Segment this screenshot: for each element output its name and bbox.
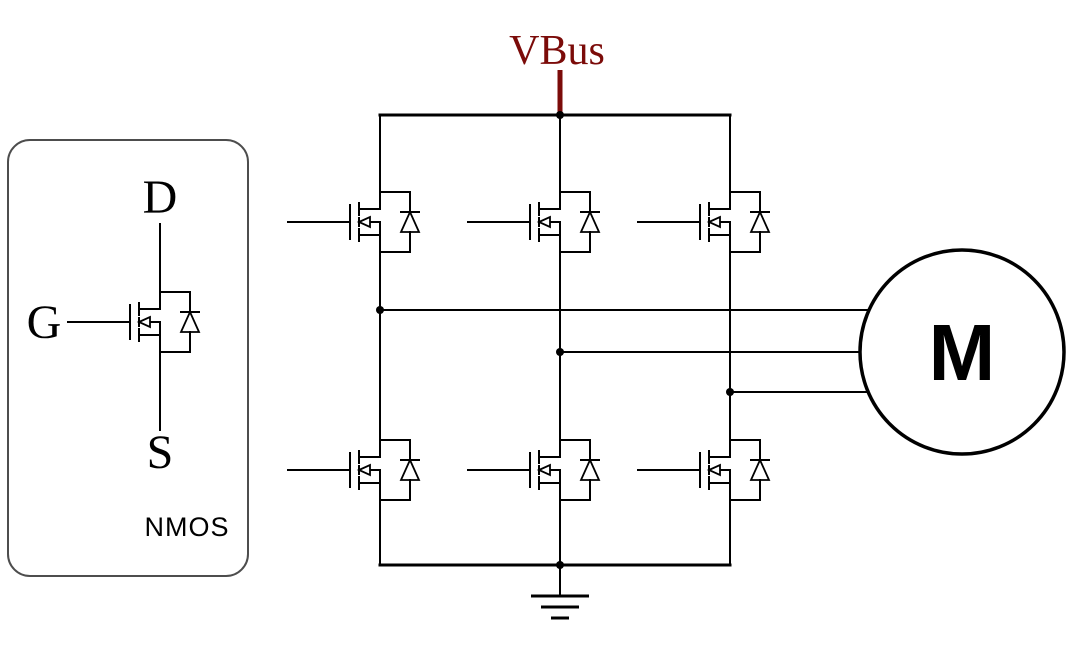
junction-dot: [376, 306, 384, 314]
legend-box: [7, 139, 249, 577]
junction-dot: [556, 111, 564, 119]
mosfet-high-side-b-icon: [467, 175, 600, 269]
drain-pin-label: D: [143, 171, 178, 224]
motor: M: [858, 248, 1066, 456]
mosfet-low-side-a-icon: [287, 423, 420, 517]
legend-caption: NMOS: [145, 512, 230, 542]
motor-circle: [858, 248, 1066, 456]
vbus-supply: VBus: [509, 28, 605, 117]
vbus-label: VBus: [509, 28, 605, 74]
motor-label: M: [929, 308, 996, 397]
mosfet-high-side-a-icon: [287, 175, 420, 269]
mosfet-low-side-b-icon: [467, 423, 600, 517]
nmos-legend: D G S NMOS: [7, 139, 249, 577]
gate-pin-label: G: [27, 296, 62, 349]
junction-dot: [726, 388, 734, 396]
mosfet-low-side-c-icon: [637, 423, 770, 517]
nmos-transistor-icon: [67, 275, 200, 369]
ground-symbol: [531, 564, 589, 620]
bridge-wiring: [376, 111, 877, 569]
mosfet-high-side-c-icon: [637, 175, 770, 269]
junction-dot: [556, 348, 564, 356]
source-pin-label: S: [147, 426, 174, 479]
